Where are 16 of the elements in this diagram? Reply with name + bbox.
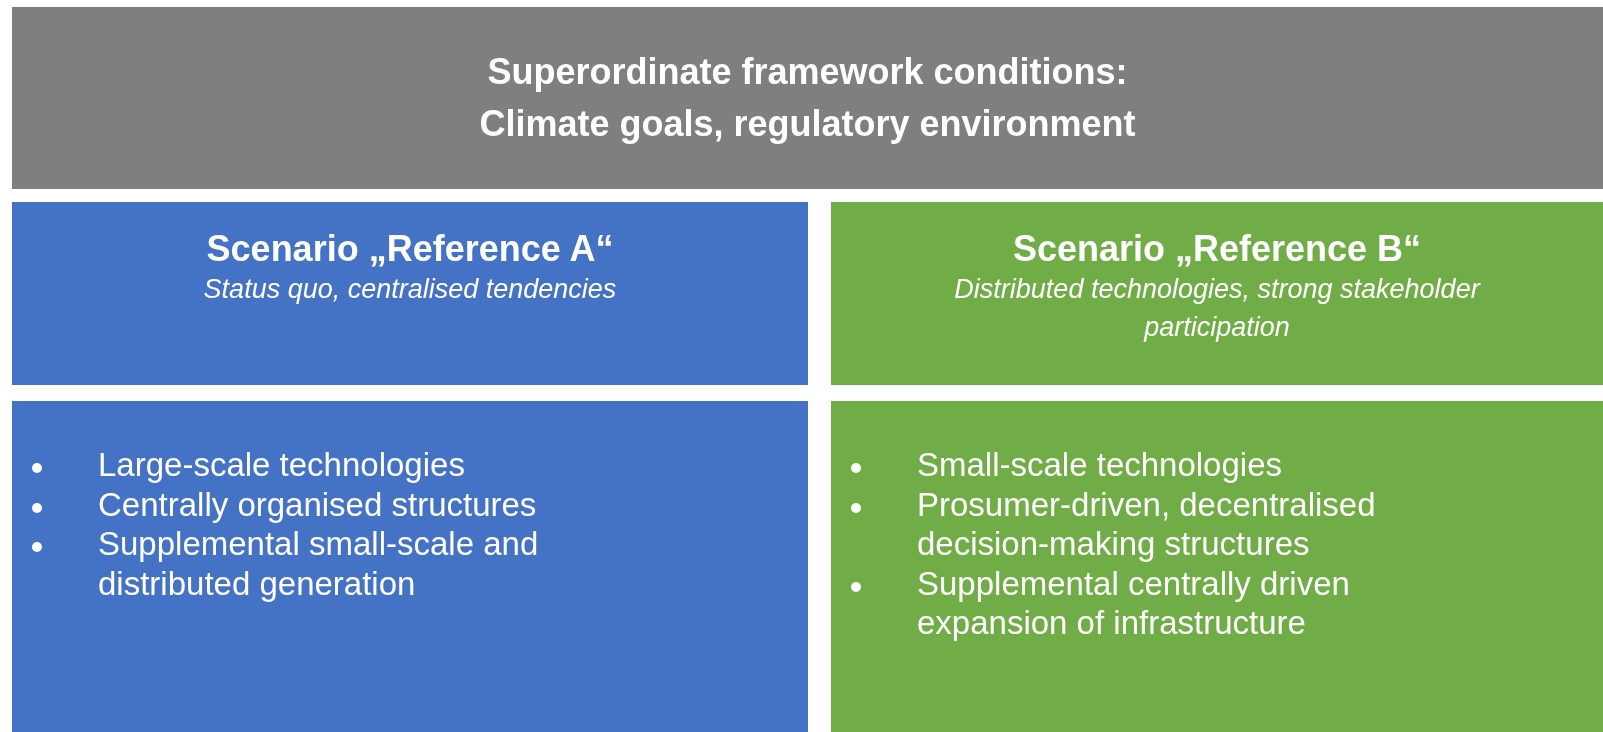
list-item: Prosumer-driven, decentralised decision-making structures bbox=[917, 484, 1377, 564]
scenario-title: Scenario „Reference A“ bbox=[206, 227, 614, 271]
list-item: Supplemental centrally driven expansion of infrastructure bbox=[917, 563, 1351, 643]
list-item: Centrally organised structures bbox=[98, 484, 537, 525]
band-title: Superordinate framework conditions: Climate goals, regulatory environment bbox=[478, 49, 1137, 146]
list-item: Supplemental small-scale and distributed generation bbox=[98, 524, 540, 604]
scenario-subtitle: Distributed technologies, strong stakeholder participation bbox=[953, 273, 1482, 344]
scenario-header-box bbox=[831, 202, 1603, 385]
scenario-detail-box bbox=[12, 401, 808, 732]
scenario-detail-box bbox=[831, 401, 1603, 732]
scenario-header-box bbox=[12, 202, 808, 385]
scenario-title: Scenario „Reference B“ bbox=[1012, 227, 1422, 271]
framework-band bbox=[12, 7, 1603, 189]
scenario-subtitle: Status quo, centralised tendencies bbox=[202, 273, 618, 306]
list-item: Large-scale technologies bbox=[98, 445, 465, 485]
list-item: Small-scale technologies bbox=[917, 445, 1282, 485]
